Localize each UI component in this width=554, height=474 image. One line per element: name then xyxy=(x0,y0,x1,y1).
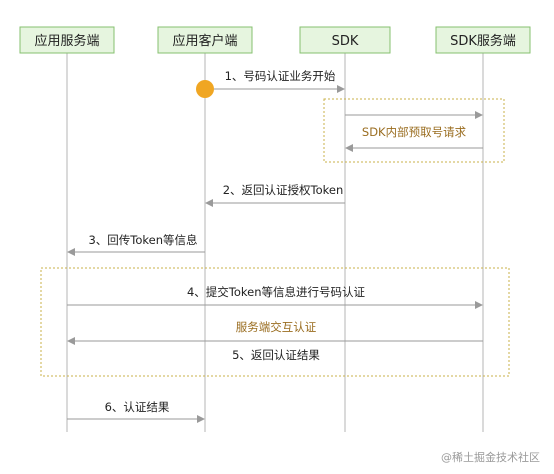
watermark: @稀土掘金技术社区 xyxy=(441,450,540,464)
message-label-m6: 6、认证结果 xyxy=(105,400,170,414)
message-label-exchange: 服务端交互认证 xyxy=(236,320,317,334)
actor-label-app-client: 应用客户端 xyxy=(172,33,237,49)
actor-box-sdk-server xyxy=(435,26,531,54)
message-label-m4: 4、提交Token等信息进行号码认证 xyxy=(187,285,366,299)
server-interaction-frame xyxy=(40,267,510,377)
message-label-m2: 2、返回认证授权Token xyxy=(223,183,344,197)
start-dot-icon xyxy=(196,80,214,98)
arrowhead-icon xyxy=(337,85,345,93)
arrowhead-icon xyxy=(67,248,75,256)
arrowhead-icon xyxy=(475,301,483,309)
actor-label-sdk: SDK xyxy=(332,34,359,49)
arrowhead-icon xyxy=(197,415,205,423)
message-label-m3: 3、回传Token等信息 xyxy=(88,233,197,247)
actor-label-app-server: 应用服务端 xyxy=(34,33,99,49)
actor-label-sdk-server: SDK服务端 xyxy=(450,33,516,49)
message-label-m1: 1、号码认证业务开始 xyxy=(225,69,336,83)
sdk-internal-frame xyxy=(323,98,505,163)
actor-box-app-server xyxy=(19,26,115,54)
arrowhead-icon xyxy=(475,111,483,119)
arrowhead-icon xyxy=(205,199,213,207)
message-label-sdk-req: SDK内部预取号请求 xyxy=(362,125,467,139)
arrowhead-icon xyxy=(345,144,353,152)
message-label-m5: 5、返回认证结果 xyxy=(232,348,320,362)
arrowhead-icon xyxy=(67,337,75,345)
actor-box-app-client xyxy=(157,26,253,54)
actor-box-sdk xyxy=(299,26,391,54)
